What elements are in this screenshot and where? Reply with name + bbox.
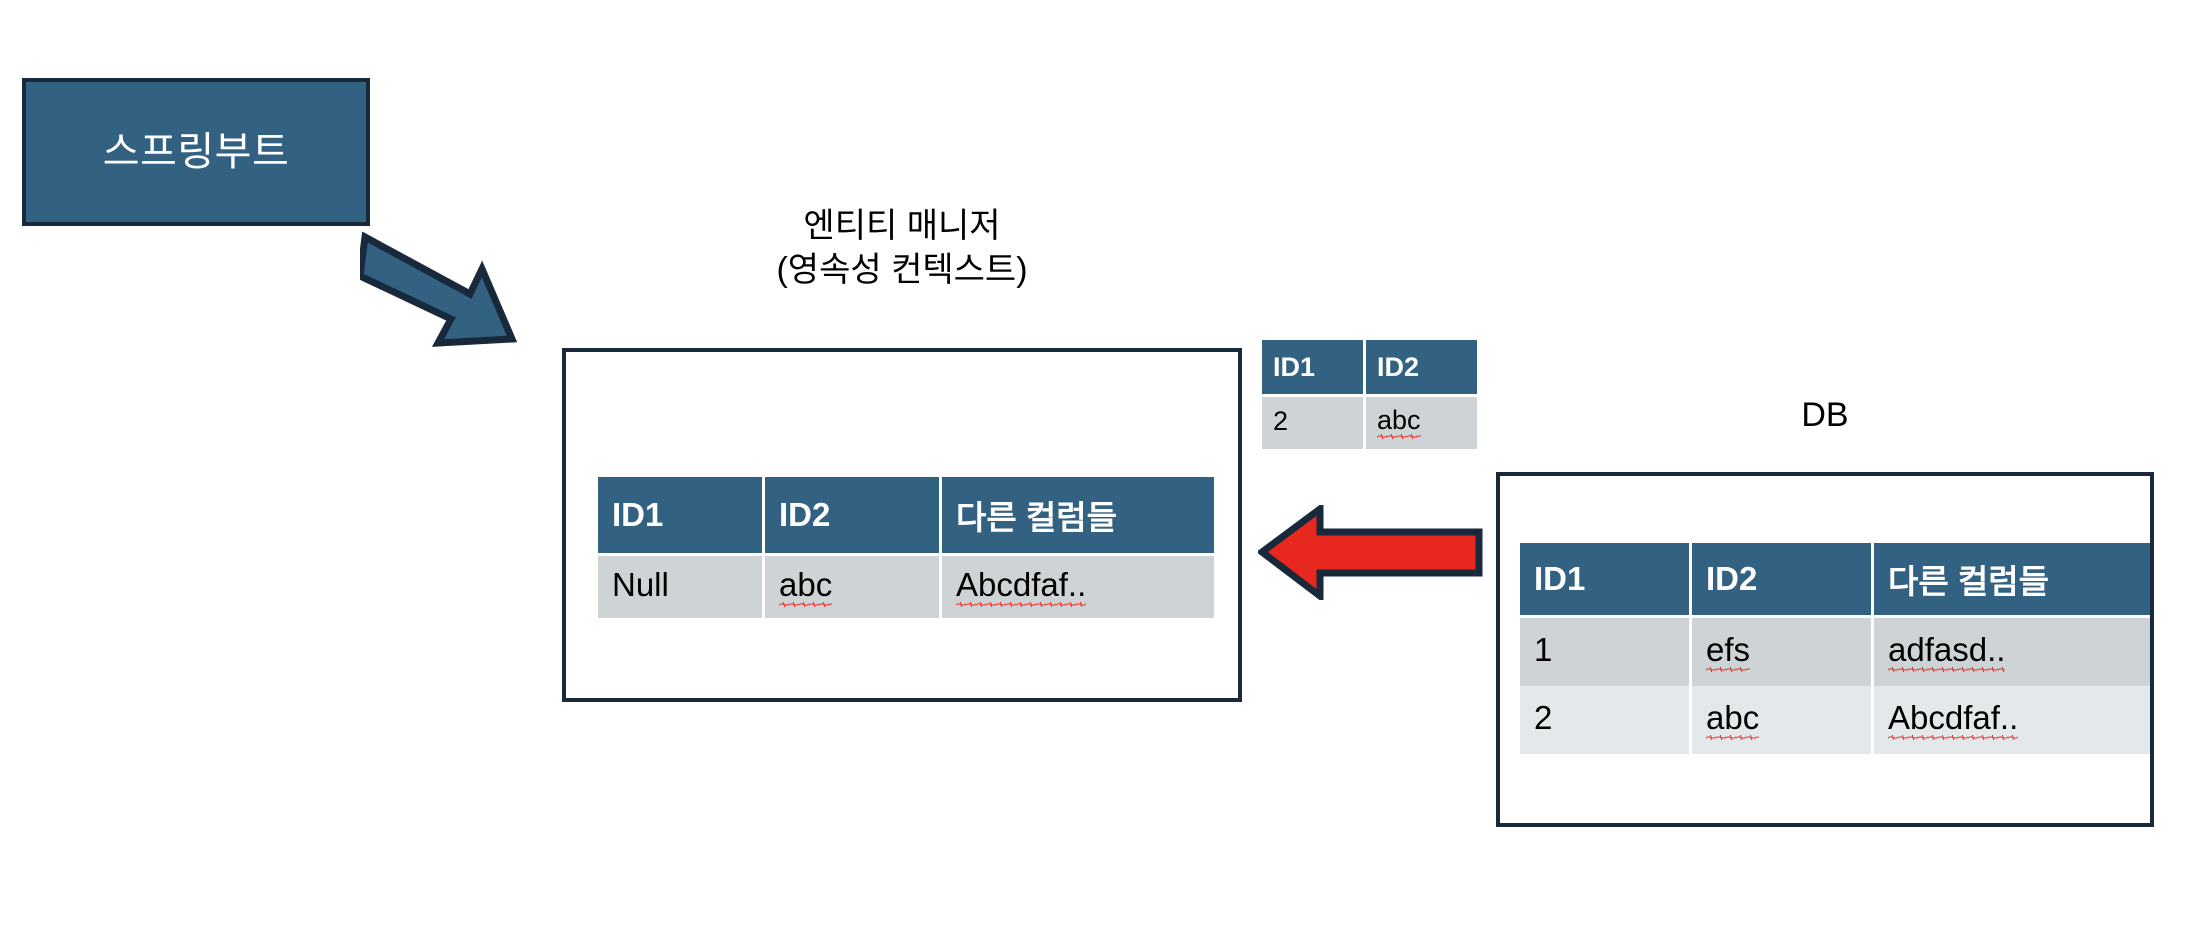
column-header-id1: ID1 [598, 477, 765, 556]
column-header-id2: ID2 [763, 477, 942, 556]
cell-other: adfasd.. [1872, 616, 2150, 686]
cell-other: Abcdfaf.. [940, 554, 1214, 618]
table-row: 2 abc Abcdfaf.. [1520, 686, 2150, 754]
column-header-other: 다른 컬럼들 [940, 477, 1214, 556]
cell-id2: abc [1364, 395, 1477, 449]
spellcheck-text: abc [779, 565, 833, 607]
spellcheck-text: Abcdfaf.. [1888, 698, 2019, 740]
spellcheck-text: abc [1377, 405, 1421, 439]
springboot-box: 스프링부트 [22, 78, 370, 226]
red-block-arrow [1256, 502, 1483, 604]
table-row: Null abc Abcdfaf.. [598, 554, 1214, 618]
cell-id1: 2 [1520, 686, 1692, 754]
cell-id2: efs [1690, 616, 1874, 686]
table-header-row: ID1 ID2 다른 컬럼들 [598, 477, 1214, 556]
entity-manager-table: ID1 ID2 다른 컬럼들 Null abc Abcdfaf.. [598, 477, 1214, 618]
column-header-id1: ID1 [1262, 340, 1366, 397]
cell-id1: 1 [1520, 616, 1692, 686]
table-header-row: ID1 ID2 다른 컬럼들 [1520, 543, 2150, 618]
blue-block-arrow [356, 212, 550, 352]
entity-manager-title: 엔티티 매니저 (영속성 컨텍스트) [776, 207, 1028, 289]
table-row: 1 efs adfasd.. [1520, 616, 2150, 686]
springboot-label: 스프링부트 [102, 130, 290, 174]
transient-table: ID1 ID2 2 abc [1262, 340, 1477, 449]
table-row: 2 abc [1262, 395, 1477, 449]
spellcheck-text: adfasd.. [1888, 630, 2006, 672]
cell-id1: Null [598, 554, 765, 618]
spellcheck-text: abc [1706, 698, 1760, 740]
column-header-id2: ID2 [1364, 340, 1477, 397]
cell-id2: abc [763, 554, 942, 618]
column-header-other: 다른 컬럼들 [1872, 543, 2150, 618]
cell-id2: abc [1690, 686, 1874, 754]
column-header-id2: ID2 [1690, 543, 1874, 618]
spellcheck-text: efs [1706, 630, 1751, 672]
db-table: ID1 ID2 다른 컬럼들 1 efs adfasd.. 2 abc Abcd… [1520, 543, 2150, 754]
table-header-row: ID1 ID2 [1262, 340, 1477, 397]
column-header-id1: ID1 [1520, 543, 1692, 618]
cell-id1: 2 [1262, 395, 1366, 449]
cell-other: Abcdfaf.. [1872, 686, 2150, 754]
db-title: DB [1801, 396, 1849, 434]
spellcheck-text: Abcdfaf.. [956, 565, 1087, 607]
